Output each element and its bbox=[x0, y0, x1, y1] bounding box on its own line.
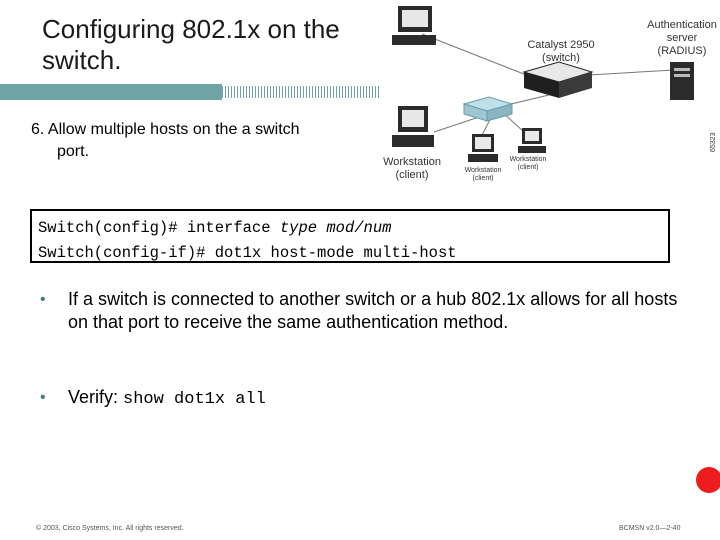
figure-id: 65323 bbox=[710, 132, 717, 152]
auth-label-2: server bbox=[667, 32, 698, 44]
workstation-left-icon bbox=[392, 106, 434, 147]
switch-label-1: Catalyst 2950 bbox=[527, 39, 594, 51]
hub-icon bbox=[462, 96, 514, 122]
slide-title: Configuring 802.1x on the switch. bbox=[42, 14, 340, 75]
ws-label-2: (client) bbox=[395, 169, 428, 181]
code-line-1-prompt: Switch(config)# interface bbox=[38, 219, 280, 237]
switch-label-2: (switch) bbox=[542, 52, 580, 64]
bullet-2-command: show dot1x all bbox=[123, 390, 266, 409]
code-line-2: Switch(config-if)# dot1x host-mode multi… bbox=[38, 244, 457, 262]
ws-small-label-2: (client) bbox=[472, 175, 493, 182]
red-circle-marker bbox=[696, 467, 720, 493]
switch-icon bbox=[522, 61, 594, 98]
workstation-right-icon bbox=[518, 128, 546, 153]
ws-small-label-1: Workstation bbox=[465, 167, 502, 174]
link-top-ws bbox=[421, 33, 535, 79]
code-block: Switch(config)# interface type mod/num S… bbox=[30, 209, 670, 263]
link-auth bbox=[588, 69, 675, 76]
server-icon bbox=[670, 62, 694, 100]
step-line-1: 6. Allow multiple hosts on the a switch bbox=[31, 121, 300, 138]
bullet-marker: • bbox=[40, 291, 46, 308]
bullet-1-text: If a switch is connected to another swit… bbox=[68, 289, 678, 332]
ws-small-label-4: (client) bbox=[517, 164, 538, 171]
code-line-1-arg: type mod/num bbox=[279, 219, 392, 237]
bullet-1: • If a switch is connected to another sw… bbox=[40, 288, 688, 334]
auth-label-3: (RADIUS) bbox=[658, 45, 707, 57]
workstation-mid-icon bbox=[468, 134, 498, 162]
course-footer: BCMSN v2.0—2-40 bbox=[619, 525, 681, 532]
ws-label-1: Workstation bbox=[383, 156, 441, 168]
auth-label-1: Authentication bbox=[647, 19, 717, 31]
step-line-2: port. bbox=[57, 143, 90, 160]
bullet-marker: • bbox=[40, 389, 46, 406]
title-underline-stripes bbox=[222, 86, 380, 98]
workstation-top-icon bbox=[392, 6, 436, 45]
copyright-footer: © 2003, Cisco Systems, Inc. All rights r… bbox=[36, 525, 184, 532]
network-diagram: Catalyst 2950 (switch) Authentication se… bbox=[383, 6, 717, 182]
title-underline-bar bbox=[0, 84, 222, 100]
bullet-2-label: Verify: bbox=[68, 387, 124, 407]
ws-small-label-3: Workstation bbox=[510, 156, 547, 163]
bullet-2: • Verify: show dot1x all bbox=[40, 386, 688, 411]
step-text: 6. Allow multiple hosts on the a switch … bbox=[31, 119, 351, 163]
